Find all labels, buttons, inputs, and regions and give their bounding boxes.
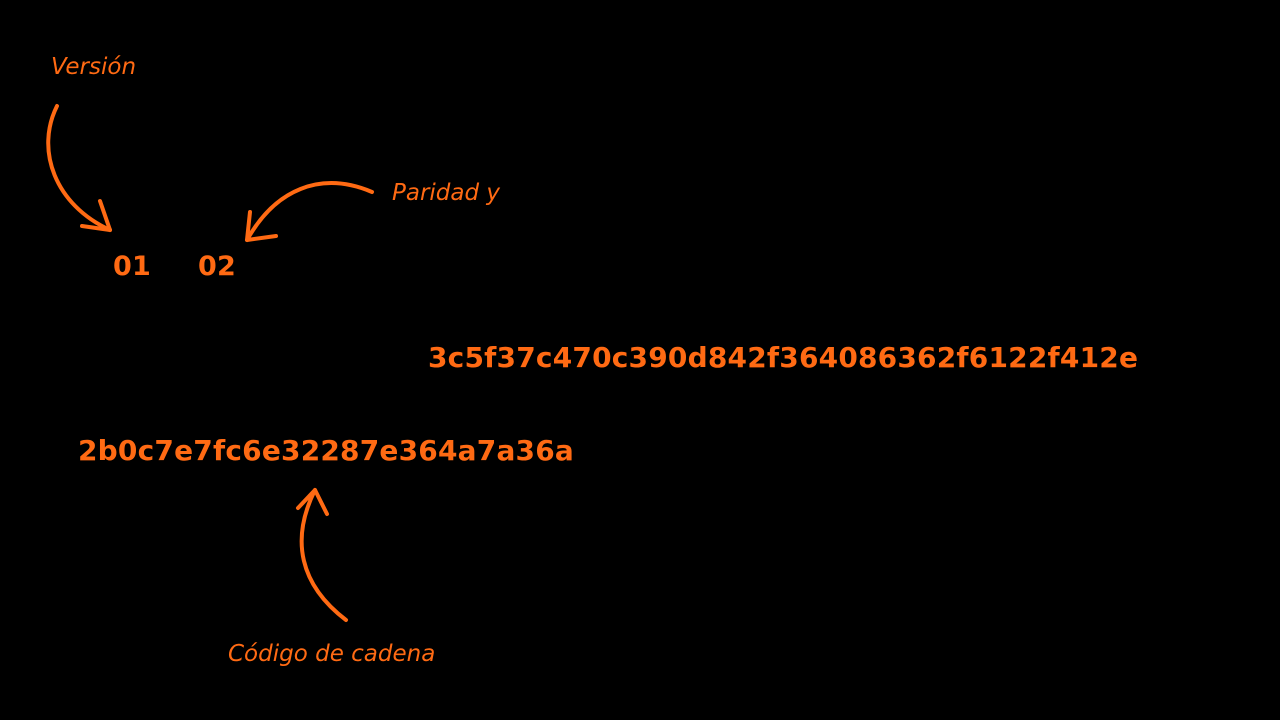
version-label: Versión [51,54,137,80]
chain-code-arrowhead-icon [296,488,329,516]
chain-code-hex: 2b0c7e7fc6e32287e364a7a36a [78,434,574,467]
version-arrowhead-icon [80,199,112,232]
parity-label: Paridad y [392,180,501,206]
version-byte: 01 [113,251,151,282]
version-arrow-icon [46,104,112,232]
chain-code-label: Código de cadena [228,641,436,667]
key-hex: 3c5f37c470c390d842f364086362f6122f412e [428,341,1139,374]
parity-byte: 02 [198,251,236,282]
chain-code-arrow-icon [299,488,348,622]
parity-arrowhead-icon [245,210,278,242]
parity-arrow-icon [245,181,374,242]
